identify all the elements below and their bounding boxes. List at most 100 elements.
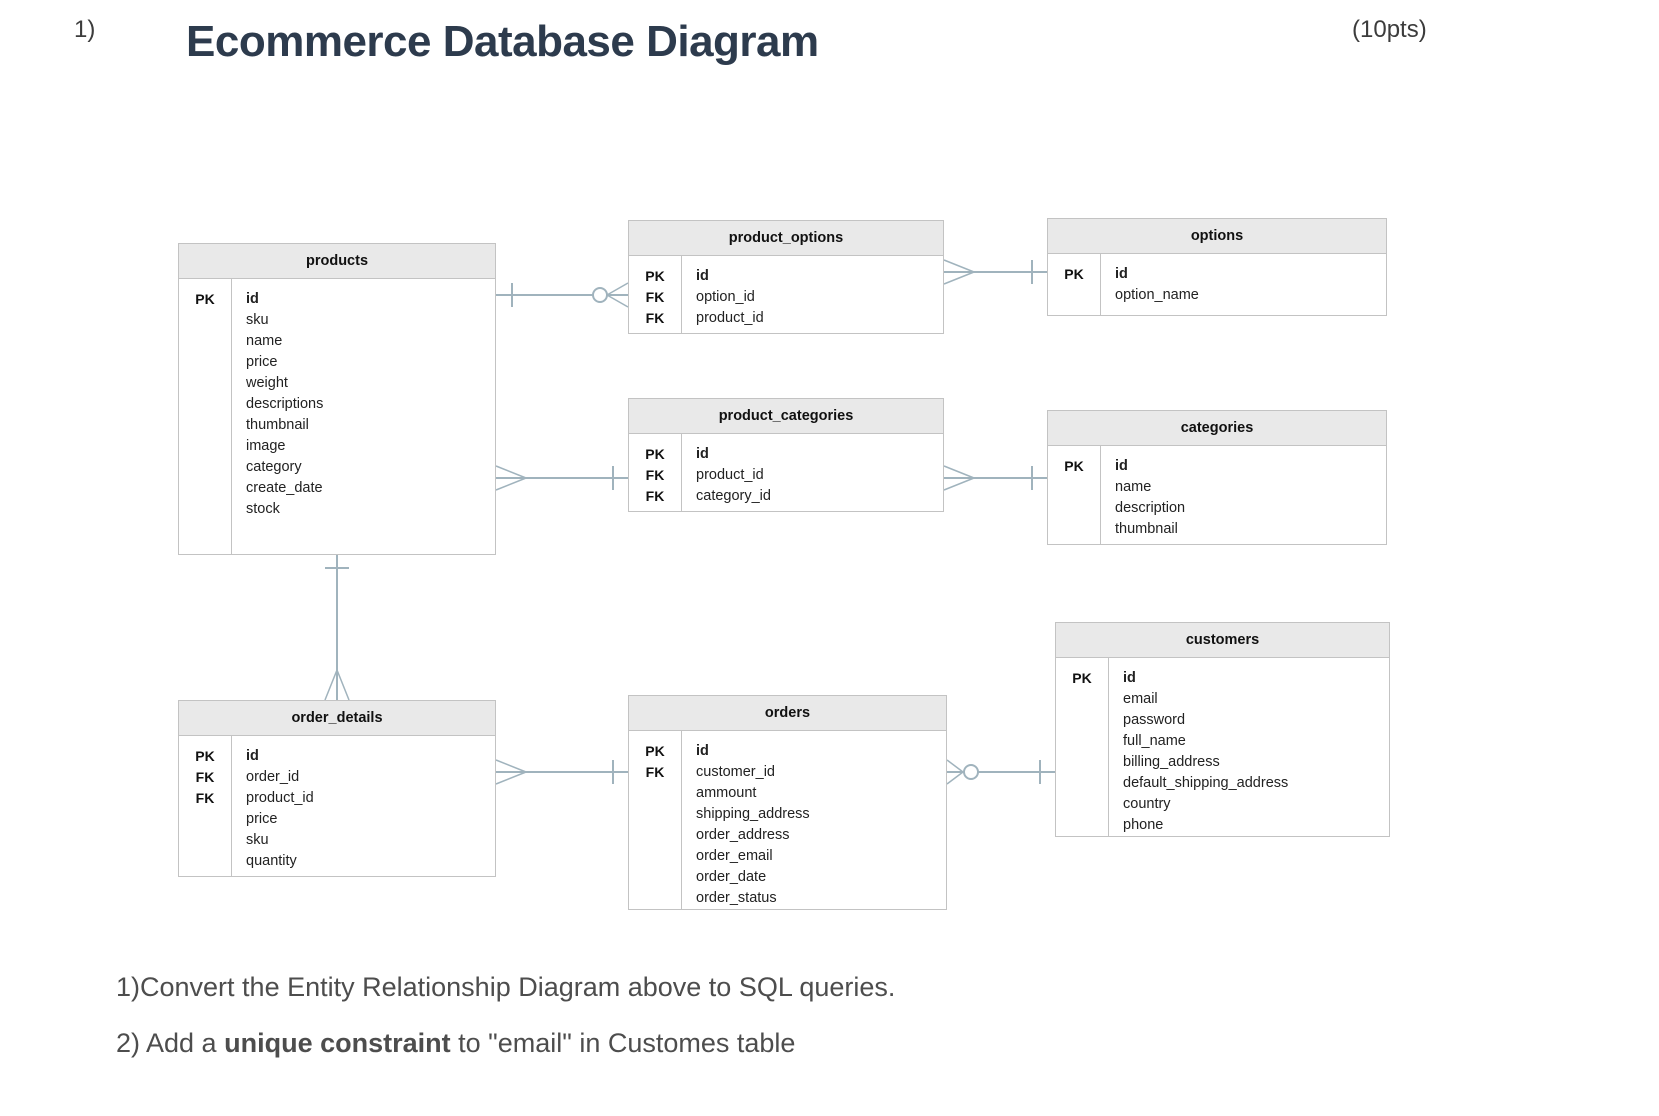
key-column: PK FK: [629, 731, 682, 909]
key-column: PK: [1056, 658, 1109, 836]
entity-title: orders: [629, 696, 946, 731]
field-row: default_shipping_address: [1123, 775, 1289, 791]
field-row: price: [246, 354, 278, 370]
field-row: billing_address: [1123, 754, 1220, 770]
key-label: FK: [195, 790, 215, 806]
field-row: sku: [246, 312, 269, 328]
entity-table-options: options PK id option_name: [1047, 218, 1387, 316]
key-column: PK FK FK: [629, 434, 682, 511]
entity-table-order-details: order_details PK FK FK id order_id produ…: [178, 700, 496, 877]
entity-table-customers: customers PK id email password full_name…: [1055, 622, 1390, 837]
entity-title: categories: [1048, 411, 1386, 446]
instruction-2-bold: unique constraint: [224, 1028, 451, 1058]
field-row: order_date: [696, 869, 767, 885]
entity-table-product-categories: product_categories PK FK FK id product_i…: [628, 398, 944, 512]
key-label: PK: [645, 268, 665, 284]
field-row: id: [696, 743, 709, 759]
key-label: PK: [645, 446, 665, 462]
field-row: id: [1123, 670, 1136, 686]
entity-title: customers: [1056, 623, 1389, 658]
field-row: id: [1115, 458, 1128, 474]
field-row: product_id: [696, 467, 764, 483]
key-label: FK: [195, 769, 215, 785]
page-title: Ecommerce Database Diagram: [186, 17, 819, 66]
entity-title: options: [1048, 219, 1386, 254]
field-column: id order_id product_id price sku quantit…: [232, 736, 495, 876]
field-column: id email password full_name billing_addr…: [1109, 658, 1389, 836]
field-row: customer_id: [696, 764, 775, 780]
field-row: phone: [1123, 817, 1164, 833]
field-column: id option_id product_id: [682, 256, 943, 333]
key-column: PK: [1048, 446, 1101, 544]
points-label: (10pts): [1352, 16, 1427, 43]
field-row: id: [696, 446, 709, 462]
field-column: id customer_id ammount shipping_address …: [682, 731, 946, 909]
field-row: image: [246, 438, 286, 454]
field-row: product_id: [246, 790, 314, 806]
question-number: 1): [74, 16, 96, 43]
key-label: PK: [1072, 670, 1092, 686]
field-row: sku: [246, 832, 269, 848]
field-row: option_name: [1115, 287, 1199, 303]
field-row: id: [246, 291, 259, 307]
instruction-1: 1)Convert the Entity Relationship Diagra…: [116, 972, 896, 1002]
entity-table-orders: orders PK FK id customer_id ammount ship…: [628, 695, 947, 910]
key-label: FK: [645, 764, 665, 780]
field-row: email: [1123, 691, 1158, 707]
key-column: PK: [1048, 254, 1101, 315]
field-row: ammount: [696, 785, 757, 801]
field-row: password: [1123, 712, 1186, 728]
field-column: id product_id category_id: [682, 434, 943, 511]
field-row: country: [1123, 796, 1171, 812]
field-row: category: [246, 459, 302, 475]
entity-title: product_categories: [629, 399, 943, 434]
key-label: PK: [1064, 458, 1084, 474]
field-row: price: [246, 811, 278, 827]
field-row: order_address: [696, 827, 790, 843]
field-row: shipping_address: [696, 806, 810, 822]
field-row: order_email: [696, 848, 773, 864]
field-column: id name description thumbnail: [1101, 446, 1386, 544]
key-column: PK: [179, 279, 232, 554]
field-row: quantity: [246, 853, 297, 869]
field-row: option_id: [696, 289, 755, 305]
field-row: order_status: [696, 890, 777, 906]
field-row: order_id: [246, 769, 300, 785]
entity-title: product_options: [629, 221, 943, 256]
field-row: thumbnail: [246, 417, 309, 433]
instruction-2-suffix: to "email" in Customes table: [450, 1028, 796, 1058]
key-label: FK: [645, 289, 665, 305]
key-column: PK FK FK: [629, 256, 682, 333]
key-column: PK FK FK: [179, 736, 232, 876]
key-label: PK: [195, 291, 215, 307]
key-label: PK: [1064, 266, 1084, 282]
field-row: name: [1115, 479, 1152, 495]
field-row: id: [1115, 266, 1128, 282]
key-label: FK: [645, 310, 665, 326]
key-label: PK: [195, 748, 215, 764]
instruction-2: 2) Add a unique constraint to "email" in…: [116, 1028, 795, 1059]
entity-table-categories: categories PK id name description thumbn…: [1047, 410, 1387, 545]
field-row: weight: [246, 375, 288, 391]
field-row: thumbnail: [1115, 521, 1178, 537]
entity-table-product-options: product_options PK FK FK id option_id pr…: [628, 220, 944, 334]
entity-title: order_details: [179, 701, 495, 736]
field-row: description: [1115, 500, 1186, 516]
field-row: category_id: [696, 488, 771, 504]
key-label: FK: [645, 488, 665, 504]
key-label: FK: [645, 467, 665, 483]
field-row: stock: [246, 501, 280, 517]
field-row: name: [246, 333, 283, 349]
field-row: id: [246, 748, 259, 764]
field-row: full_name: [1123, 733, 1186, 749]
field-row: create_date: [246, 480, 323, 496]
field-row: id: [696, 268, 709, 284]
entity-title: products: [179, 244, 495, 279]
instruction-2-prefix: 2) Add a: [116, 1028, 225, 1058]
field-column: id sku name price weight descriptions th…: [232, 279, 495, 554]
field-column: id option_name: [1101, 254, 1386, 315]
field-row: descriptions: [246, 396, 324, 412]
field-row: product_id: [696, 310, 764, 326]
